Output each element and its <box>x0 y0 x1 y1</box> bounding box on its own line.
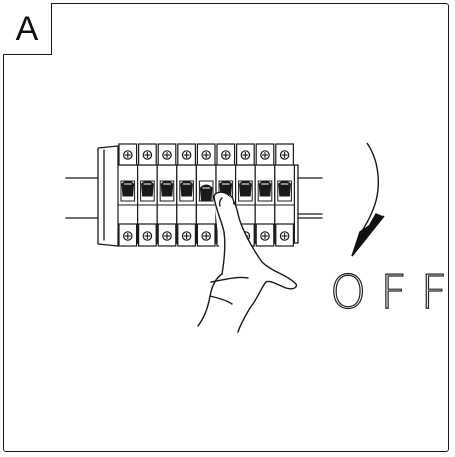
breaker-1 <box>117 143 139 247</box>
top-screw-icon <box>201 150 211 160</box>
breaker-3 <box>156 143 178 247</box>
top-screw-icon <box>162 150 172 160</box>
off-label: OFF <box>330 265 455 319</box>
top-screw-icon <box>142 150 153 160</box>
top-screw-icon <box>181 150 192 160</box>
bottom-screw-icon <box>142 231 153 241</box>
panel-label: A <box>15 9 39 48</box>
bottom-screw-icon <box>162 231 172 241</box>
breaker-8 <box>254 143 276 247</box>
top-screw-icon <box>221 150 231 160</box>
pressed-toggle-lever <box>199 184 213 201</box>
top-screw-icon <box>123 150 133 160</box>
toggle-lever <box>121 180 135 197</box>
toggle-lever <box>258 180 272 197</box>
breaker-4 <box>176 143 198 247</box>
toggle-lever <box>239 180 252 197</box>
breaker-row <box>117 143 295 247</box>
toggle-lever <box>160 180 174 197</box>
hand-icon <box>197 191 298 333</box>
toggle-lever <box>278 180 291 197</box>
bottom-screw-icon <box>123 231 133 241</box>
bottom-screw-icon <box>260 231 270 241</box>
breaker-9 <box>274 143 295 247</box>
toggle-lever <box>141 180 154 197</box>
breaker-5 <box>195 143 217 247</box>
top-screw-icon <box>260 150 270 160</box>
panel-label-box: A <box>3 3 52 55</box>
bottom-screw-icon <box>181 231 192 241</box>
bottom-screw-icon <box>279 231 290 241</box>
breaker-2 <box>137 143 158 247</box>
bottom-screw-icon <box>201 231 211 241</box>
turn-off-arrow-icon <box>351 142 385 257</box>
top-screw-icon <box>279 150 290 160</box>
top-screw-icon <box>240 150 251 160</box>
toggle-lever <box>180 180 193 197</box>
